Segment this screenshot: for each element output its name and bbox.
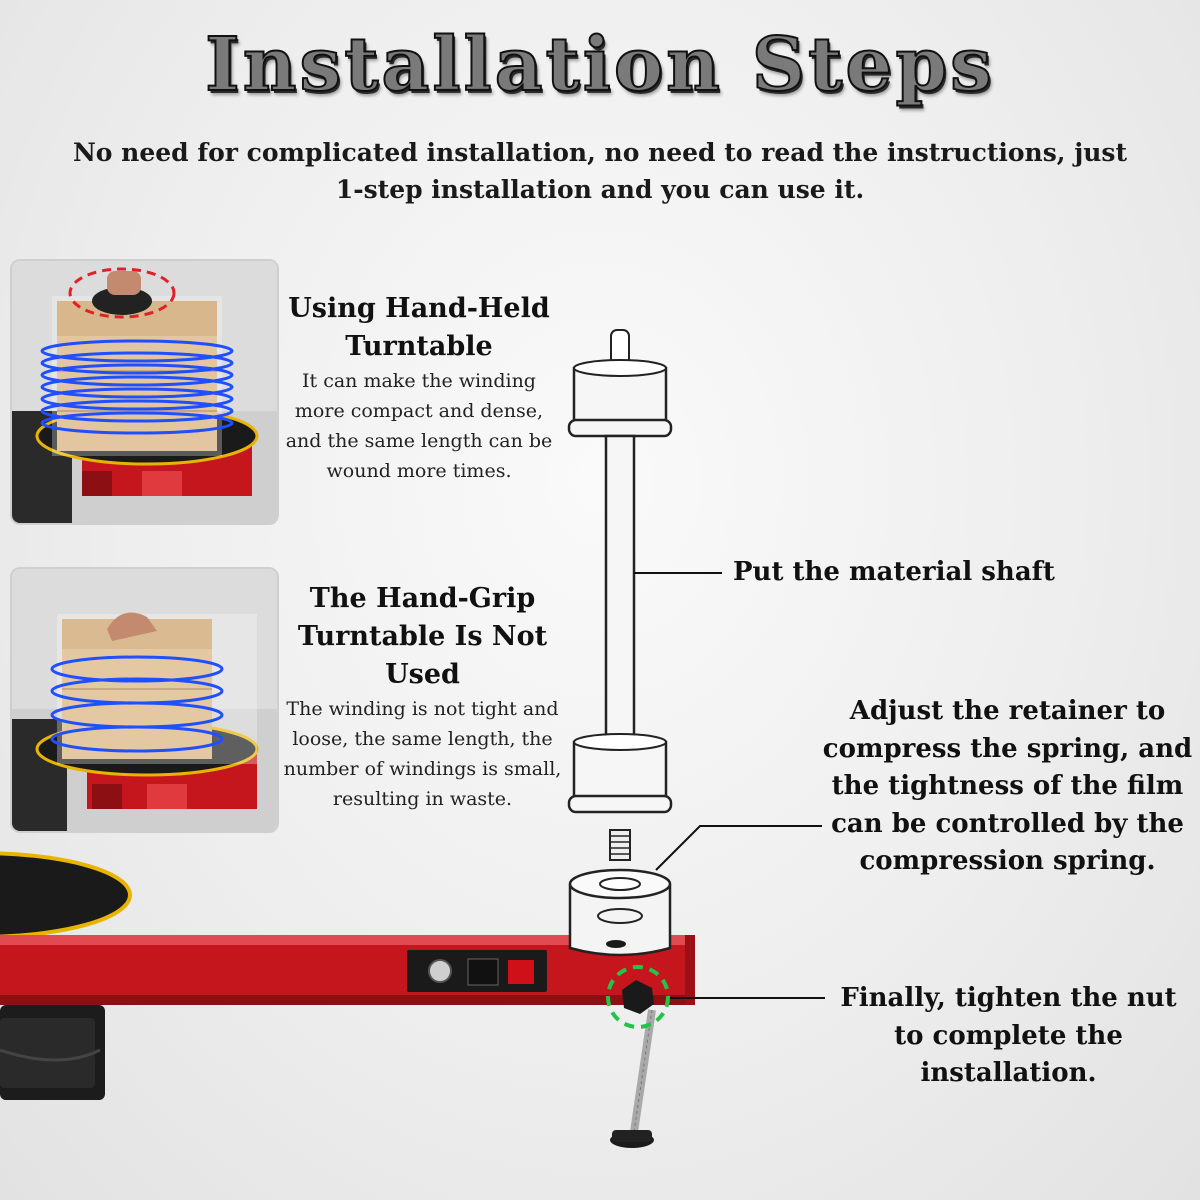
nut	[606, 965, 670, 1029]
page-subtitle: No need for complicated installation, no…	[72, 138, 1128, 204]
threaded-bolt	[609, 829, 631, 861]
callout-nut: Finally, tighten the nut to complete the…	[840, 983, 1177, 1088]
turntable-disc	[0, 851, 132, 939]
photo-hand-held-turntable	[10, 259, 279, 525]
leader-retainer	[655, 825, 822, 871]
page-title: Installation Steps	[204, 21, 995, 109]
photo-hand-grip-not-used	[10, 567, 279, 833]
callout-retainer: Adjust the retainer to compress the spri…	[822, 696, 1193, 876]
block-hand-held-body: It can make the winding more compact and…	[285, 370, 553, 482]
leveling-foot	[610, 1009, 656, 1148]
block-hand-held-title: Using Hand-Held Turntable	[288, 293, 550, 362]
block-hand-grip-body: The winding is not tight and loose, the …	[283, 698, 562, 810]
control-panel	[407, 950, 547, 992]
callout-material-shaft: Put the material shaft	[733, 557, 1055, 587]
block-hand-grip: The Hand-Grip Turntable Is Not Used The …	[280, 580, 565, 814]
motor	[0, 1005, 105, 1100]
block-hand-held: Using Hand-Held Turntable It can make th…	[284, 290, 554, 486]
leader-lines	[634, 572, 825, 999]
material-shaft	[567, 329, 673, 814]
retainer	[568, 868, 672, 957]
block-hand-grip-title: The Hand-Grip Turntable Is Not Used	[297, 583, 548, 690]
